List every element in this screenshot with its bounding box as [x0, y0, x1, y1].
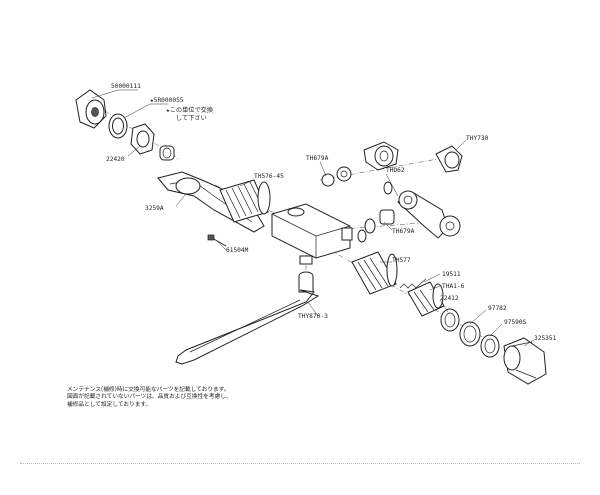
- ring-97590s: [480, 334, 500, 358]
- cylinder-22420: [159, 145, 175, 161]
- leg-thy730: [435, 145, 463, 237]
- star-note-line-2: して下さい: [176, 115, 207, 122]
- label-part-22412: 22412: [440, 295, 459, 302]
- leader-lines: [91, 89, 535, 347]
- nipple-th679a-upper: [321, 166, 352, 187]
- label-part-97590s: 97590S: [504, 319, 527, 326]
- note-line: 補修品として設定しております。: [67, 401, 152, 408]
- screw-61504m: [207, 234, 227, 247]
- label-part-22420: 22420: [106, 156, 125, 163]
- ring-97782: [459, 321, 481, 347]
- maintenance-notes: メンテナンス(補修)時に交換可能なパーツを記載しております。 図面が記載されてい…: [67, 387, 327, 409]
- spring-19511: [399, 278, 427, 289]
- nipple-th679a-lower: [357, 181, 395, 243]
- ring-22412: [440, 308, 460, 332]
- cartridge-th576-45: [219, 179, 271, 223]
- label-part-th576-45: TH576-45: [254, 173, 284, 180]
- label-part-thd62: THD62: [386, 167, 405, 174]
- note-line: メンテナンス(補修)時に交換可能なパーツを記載しております。: [67, 387, 230, 393]
- label-part-th577: TH577: [392, 257, 411, 264]
- note-line: 図面が記載されていないパーツは、品質および互換性を考慮し、: [67, 394, 232, 401]
- spout-thy870-3: [175, 271, 320, 365]
- handle-cap-left: [75, 89, 107, 129]
- label-part-61504m: 61504M: [226, 247, 249, 254]
- star-note-line-1: ★この単位で交換: [166, 106, 214, 114]
- label-part-19511: 19511: [442, 271, 461, 278]
- label-part-97782: 97782: [488, 305, 507, 312]
- union-fitting-upper: [363, 141, 399, 171]
- label-part-325351: 325351: [534, 335, 557, 342]
- label-part-5r000055: ★5R000055: [150, 97, 184, 104]
- label-part-th679a-upper: TH679A: [306, 155, 329, 162]
- label-part-thy870-3: THY870-3: [298, 313, 328, 320]
- label-part-3259a: 3259A: [145, 205, 164, 212]
- label-part-50000111: 50000111: [111, 83, 141, 90]
- ring-5r000055: [108, 113, 128, 139]
- valve-body: [271, 203, 353, 265]
- label-part-tha1-6: THA1-6: [442, 283, 465, 290]
- nut-left: [130, 123, 155, 155]
- footer-divider: [20, 463, 580, 464]
- label-part-thy730: THY730: [466, 135, 489, 142]
- cartridge-th577: [351, 251, 398, 295]
- thermo-element-tha1-6: [407, 281, 445, 317]
- handle-cap-right: [503, 337, 547, 385]
- label-part-th679a-lower: TH679A: [392, 228, 415, 235]
